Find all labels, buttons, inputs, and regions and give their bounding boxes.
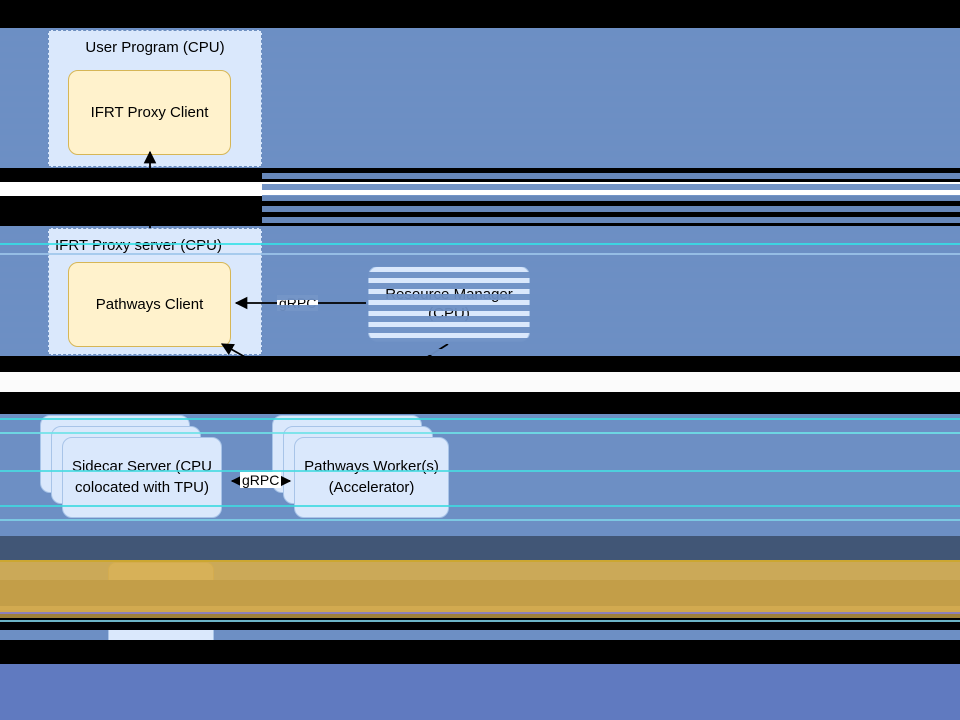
legend-swatch-yellow bbox=[108, 562, 214, 606]
node-pathways-workers[interactable]: Pathways Worker(s) (Accelerator) bbox=[272, 415, 462, 525]
worker-stack-layer-front[interactable]: Pathways Worker(s) (Accelerator) bbox=[294, 437, 449, 518]
node-ifrt-proxy-client[interactable]: IFRT Proxy Client bbox=[68, 70, 231, 155]
node-pathways-client[interactable]: Pathways Client bbox=[68, 262, 231, 347]
container-user-program-label: User Program (CPU) bbox=[85, 39, 225, 56]
container-ifrt-proxy-server-label: IFRT Proxy server (CPU) bbox=[55, 237, 222, 254]
edge-label-rm-to-pathways-client: gRPC bbox=[277, 295, 319, 311]
edge-label-server-to-client: gRPC bbox=[128, 181, 170, 197]
edge-label-rm-down: gRPC bbox=[375, 372, 417, 388]
node-sidecar-server-line2: colocated with TPU) bbox=[75, 478, 209, 496]
edge-label-sidecar-worker: gRPC bbox=[240, 472, 282, 488]
edge-label-sidecar-to-pathways-client: gRPC bbox=[249, 368, 291, 384]
node-sidecar-server[interactable]: Sidecar Server (CPU colocated with TPU) bbox=[40, 415, 230, 525]
node-pathways-workers-line2: (Accelerator) bbox=[328, 478, 415, 496]
legend-swatch-blue bbox=[108, 622, 214, 664]
